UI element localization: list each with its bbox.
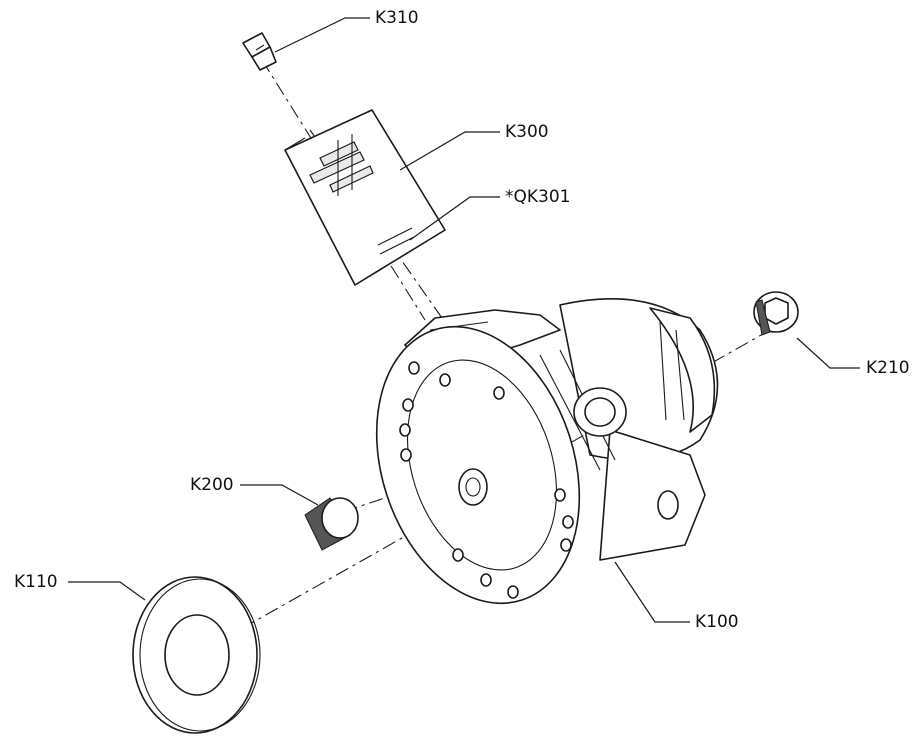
k210-plug	[753, 291, 799, 336]
label-k100: K100	[695, 612, 739, 632]
k110-washer	[132, 576, 261, 734]
label-k210: K210	[866, 358, 910, 378]
label-qk301: *QK301	[505, 187, 571, 207]
k100-housing	[375, 298, 719, 605]
label-k110: K110	[14, 572, 58, 592]
k300-cartridge	[284, 109, 446, 286]
k200-plug	[304, 497, 359, 551]
label-k200: K200	[190, 475, 234, 495]
label-k300: K300	[505, 122, 549, 142]
label-k310: K310	[375, 8, 419, 28]
k310-screw	[242, 32, 277, 71]
leader-lines	[68, 17, 860, 623]
flange-bolt-holes	[399, 361, 574, 599]
